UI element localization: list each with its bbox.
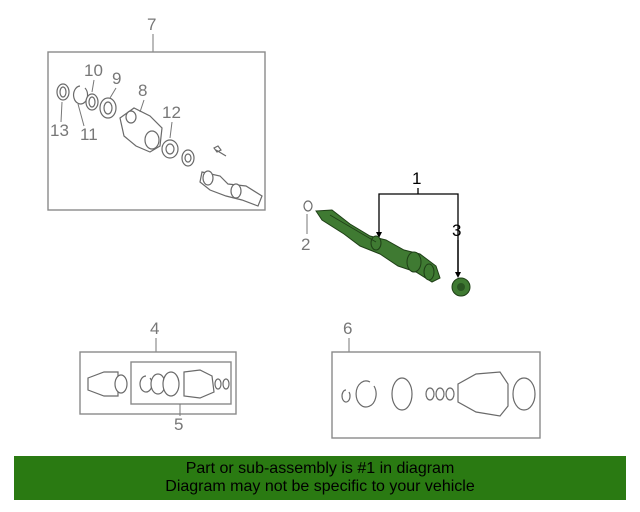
callout-9[interactable]: 9 [112, 69, 121, 88]
callout-group-2: 2 [301, 200, 313, 254]
box6-parts [341, 371, 536, 417]
callout-group-1: 1 [376, 169, 459, 274]
callout-1[interactable]: 1 [412, 169, 421, 188]
clip-ring[interactable] [355, 380, 377, 408]
callout-10[interactable]: 10 [84, 61, 103, 80]
callout-4[interactable]: 4 [150, 319, 159, 338]
banner-line-2: Diagram may not be specific to your vehi… [165, 478, 475, 495]
bolt[interactable] [213, 145, 227, 157]
outer-boot[interactable] [457, 371, 509, 417]
callout-12[interactable]: 12 [162, 103, 181, 122]
banner-line-1: Part or sub-assembly is #1 in diagram [185, 460, 455, 477]
callout-3[interactable]: 3 [452, 221, 461, 240]
box4-parts [87, 369, 230, 399]
callout-group-3: 3 [451, 221, 471, 297]
callout-8[interactable]: 8 [138, 81, 147, 100]
callout-11[interactable]: 11 [80, 125, 98, 144]
part-2-snap-ring[interactable] [303, 200, 313, 212]
part-11-circlip[interactable] [73, 85, 89, 105]
callout-13[interactable]: 13 [50, 121, 69, 140]
callout-2[interactable]: 2 [301, 235, 310, 254]
boot-5[interactable] [183, 369, 215, 399]
drive-shaft-assembly[interactable] [315, 209, 441, 283]
callout-6[interactable]: 6 [343, 319, 352, 338]
callout-7[interactable]: 7 [147, 15, 156, 34]
info-banner: Part or sub-assembly is #1 in diagram Di… [14, 456, 626, 500]
callout-group-6: 6 [331, 319, 541, 439]
callout-5[interactable]: 5 [174, 415, 183, 434]
box7-parts [56, 83, 263, 207]
inner-boot[interactable] [87, 371, 119, 397]
